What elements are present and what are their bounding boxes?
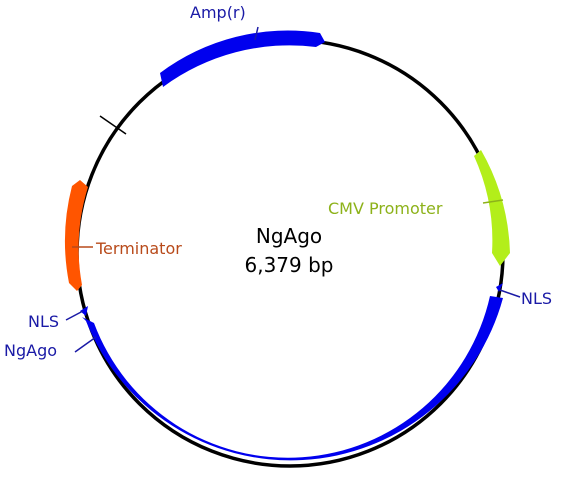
- feature-arc-ngago[interactable]: [82, 296, 503, 461]
- feature-label-nls-right: NLS: [521, 289, 552, 308]
- feature-arc-nls-right[interactable]: [496, 283, 503, 292]
- feature-arc-cmv-promoter[interactable]: [474, 150, 510, 266]
- feature-arc-amp[interactable]: [160, 30, 325, 87]
- feature-label-ngago: NgAgo: [4, 341, 57, 360]
- feature-arc-terminator[interactable]: [64, 180, 88, 291]
- restriction-site-tick: [99, 115, 127, 135]
- leader-line-ngago: [74, 336, 97, 353]
- feature-label-terminator: Terminator: [95, 239, 182, 258]
- leader-line-nls-left: [65, 310, 84, 321]
- leader-line-cmv: [482, 199, 504, 204]
- plasmid-name: NgAgo: [256, 224, 322, 248]
- plasmid-length: 6,379 bp: [244, 253, 333, 277]
- leader-line-amp: [254, 26, 259, 41]
- feature-label-cmv-promoter: CMV Promoter: [328, 199, 443, 218]
- feature-label-nls-left: NLS: [28, 312, 59, 331]
- feature-arc-nls-left[interactable]: [80, 306, 88, 316]
- feature-label-amp: Amp(r): [190, 3, 246, 22]
- leader-line-nls-right: [499, 289, 521, 298]
